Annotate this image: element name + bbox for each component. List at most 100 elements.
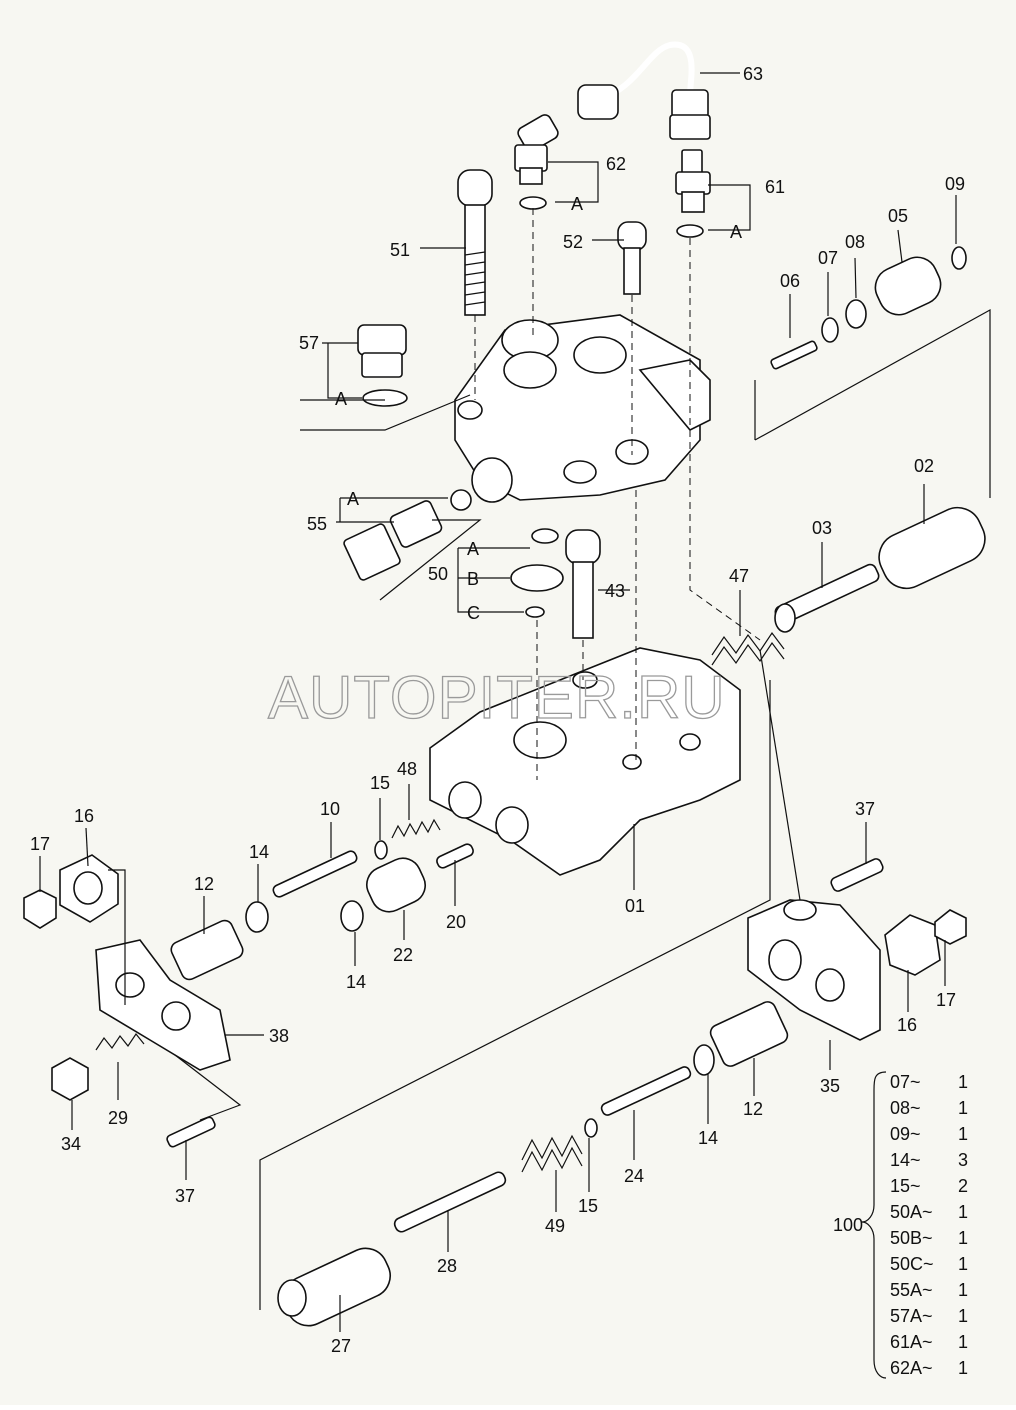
kit-item-part: 57A~ — [890, 1306, 933, 1326]
callout-24: 24 — [624, 1166, 644, 1186]
adjuster-12-right — [709, 1001, 789, 1067]
callout-37-right: 37 — [855, 799, 875, 819]
spool-group-top-right — [754, 246, 991, 498]
pipe-63 — [577, 41, 711, 140]
nut-17-left — [23, 889, 57, 929]
o-ring-55a — [450, 489, 472, 511]
main-body-01 — [429, 647, 741, 876]
kit-item-qty: 1 — [958, 1098, 968, 1118]
callout-35: 35 — [820, 1076, 840, 1096]
callout-51: 51 — [390, 240, 410, 260]
piston-22 — [366, 857, 426, 913]
kit-item-qty: 2 — [958, 1176, 968, 1196]
kit-item-qty: 1 — [958, 1254, 968, 1274]
nut-16-right — [884, 914, 941, 976]
callout-12-left: 12 — [194, 874, 214, 894]
kit-item-part: 14~ — [890, 1150, 921, 1170]
nut-17-right — [934, 909, 967, 945]
kit-item-part: 50A~ — [890, 1202, 933, 1222]
callout-43: 43 — [605, 581, 625, 601]
callout-49: 49 — [545, 1216, 565, 1236]
kit-item-part: 61A~ — [890, 1332, 933, 1352]
callout-16-right: 16 — [897, 1015, 917, 1035]
seal-letter-50c: C — [467, 603, 480, 623]
kit-item-part: 09~ — [890, 1124, 921, 1144]
callout-12-right: 12 — [743, 1099, 763, 1119]
kit-item-qty: 1 — [958, 1280, 968, 1300]
callout-29: 29 — [108, 1108, 128, 1128]
callout-62: 62 — [606, 154, 626, 174]
callout-57: 57 — [299, 333, 319, 353]
kit-item-part: 15~ — [890, 1176, 921, 1196]
kit-item-qty: 1 — [958, 1358, 968, 1378]
spool-03 — [774, 563, 880, 633]
elbow-fitting-62 — [514, 114, 559, 210]
bolt-52 — [617, 221, 647, 295]
ring-08 — [845, 299, 867, 329]
callout-50: 50 — [428, 564, 448, 584]
sleeve-02 — [878, 506, 986, 590]
callout-55: 55 — [307, 514, 327, 534]
cover-35 — [747, 899, 881, 1041]
spring-47 — [711, 631, 785, 666]
bolt-37-right — [830, 858, 884, 892]
bolt-51 — [457, 169, 493, 316]
callout-20: 20 — [446, 912, 466, 932]
kit-item-qty: 1 — [958, 1124, 968, 1144]
spring-29 — [95, 1032, 145, 1051]
spring-49 — [521, 1134, 583, 1173]
leader-lines — [39, 72, 957, 1332]
callout-47: 47 — [729, 566, 749, 586]
callout-14-mid: 14 — [346, 972, 366, 992]
sleeve-27 — [277, 1247, 391, 1327]
bolt-37-left — [166, 1116, 216, 1148]
seal-letter-55a: A — [347, 489, 359, 509]
pin-20 — [436, 843, 474, 869]
plug-57 — [357, 324, 408, 407]
callout-14-upper: 14 — [249, 842, 269, 862]
flange-38 — [95, 939, 231, 1071]
spring-48 — [391, 818, 441, 839]
seal-letter-57a: A — [335, 389, 347, 409]
spool-10 — [272, 850, 358, 898]
adjuster-12-left — [170, 919, 244, 981]
nut-34 — [51, 1057, 89, 1101]
seals-50 — [510, 528, 564, 618]
callout-07: 07 — [818, 248, 838, 268]
callout-38: 38 — [269, 1026, 289, 1046]
o-ring-61a — [676, 224, 704, 238]
o-ring-62a — [519, 196, 547, 210]
assembly-lines — [108, 208, 801, 1310]
sensor-55 — [343, 489, 472, 581]
callout-34: 34 — [61, 1134, 81, 1154]
kit-item-qty: 1 — [958, 1228, 968, 1248]
kit-number: 100 — [833, 1215, 863, 1235]
kit-item-part: 55A~ — [890, 1280, 933, 1300]
callout-01: 01 — [625, 896, 645, 916]
kit-item-qty: 1 — [958, 1332, 968, 1352]
kit-item-part: 62A~ — [890, 1358, 933, 1378]
kit-item-qty: 3 — [958, 1150, 968, 1170]
kit-list: 100 07~108~109~114~315~250A~150B~150C~15… — [833, 1071, 968, 1379]
callout-08: 08 — [845, 232, 865, 252]
o-ring-14a — [245, 901, 269, 933]
watermark-text: AUTOPITER.RU — [268, 664, 726, 731]
callout-02: 02 — [914, 456, 934, 476]
kit-item-qty: 1 — [958, 1306, 968, 1326]
kit-item-part: 50C~ — [890, 1254, 934, 1274]
callout-17-right: 17 — [936, 990, 956, 1010]
callout-48: 48 — [397, 759, 417, 779]
o-ring-15-upper — [374, 840, 388, 860]
spool-24 — [600, 1066, 692, 1116]
o-ring-09 — [951, 246, 967, 270]
seal-letter-50b: B — [467, 569, 479, 589]
spool-28 — [393, 1171, 507, 1233]
callout-10: 10 — [320, 799, 340, 819]
callout-27: 27 — [331, 1336, 351, 1356]
kit-item-part: 50B~ — [890, 1228, 933, 1248]
nut-16-left — [59, 854, 119, 923]
straight-fitting-61 — [675, 149, 711, 238]
bolt-43 — [565, 529, 601, 639]
